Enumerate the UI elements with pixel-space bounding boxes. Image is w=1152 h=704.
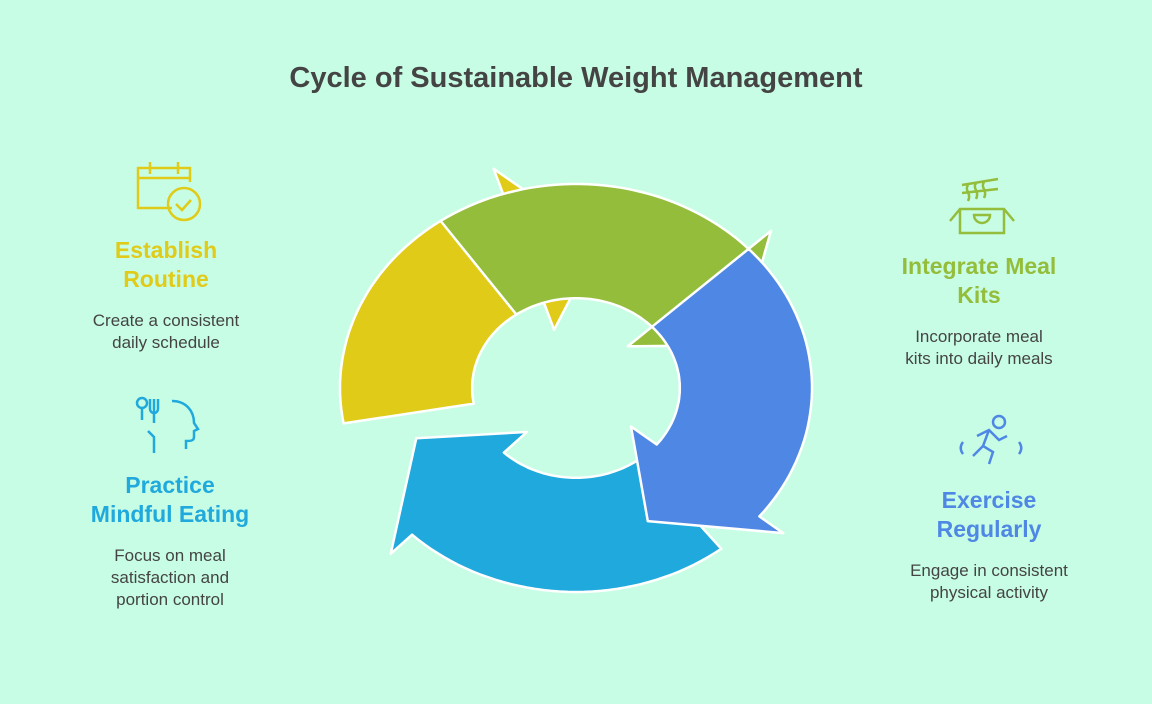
- diagram-title: Cycle of Sustainable Weight Management: [289, 62, 863, 94]
- step-description: daily schedule: [112, 333, 220, 352]
- step-heading: Integrate Meal: [901, 253, 1057, 279]
- running-person-icon: [959, 414, 1023, 465]
- step-heading: Establish: [114, 237, 218, 263]
- step-heading: Regularly: [936, 516, 1042, 542]
- step-description: Focus on meal: [114, 546, 226, 565]
- step-description: Incorporate meal: [915, 327, 1043, 346]
- step-description: Engage in consistent: [910, 561, 1068, 580]
- noodle-box-icon: [949, 177, 1015, 235]
- step-description: portion control: [116, 590, 224, 609]
- step-heading: Practice: [125, 472, 215, 498]
- step-description: Create a consistent: [92, 311, 240, 330]
- step-heading: Kits: [957, 282, 1001, 308]
- arrow-exercise-regularly: [629, 247, 814, 535]
- step-heading: Routine: [123, 266, 209, 292]
- step-description: kits into daily meals: [905, 349, 1053, 368]
- step-description: satisfaction and: [110, 568, 230, 587]
- head-utensils-icon: [135, 396, 200, 453]
- step-heading: Mindful Eating: [90, 501, 250, 527]
- step-heading: Exercise: [941, 487, 1037, 513]
- step-description: physical activity: [929, 583, 1049, 602]
- calendar-check-icon: [136, 162, 202, 222]
